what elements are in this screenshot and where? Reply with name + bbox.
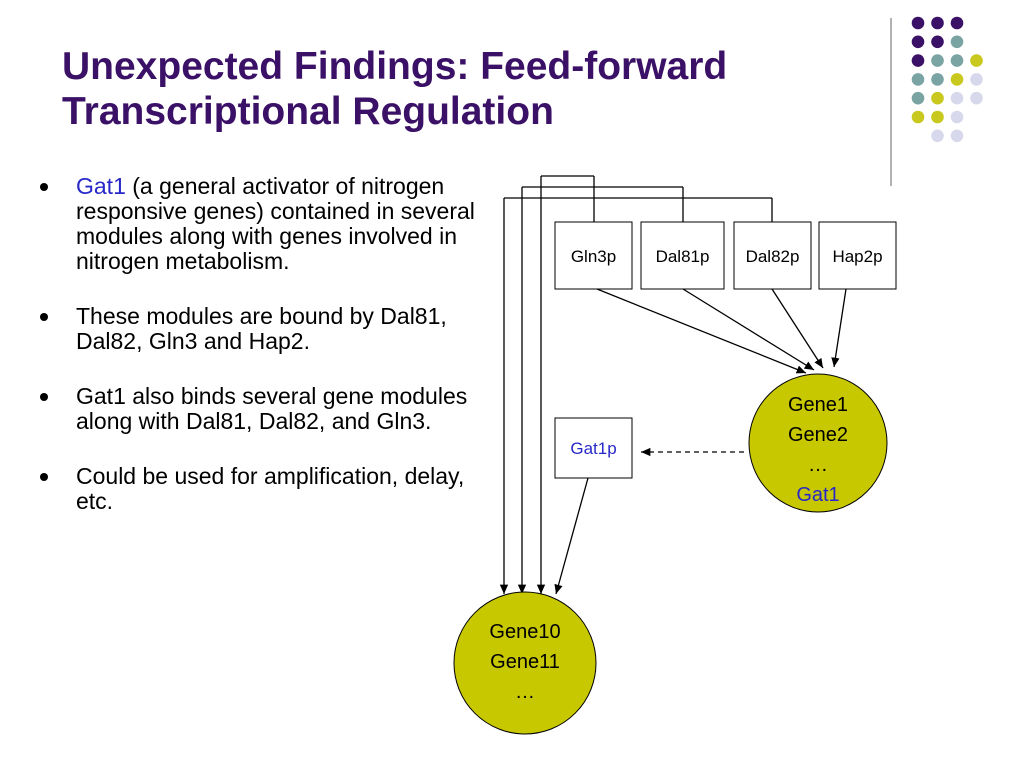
regulator-connector-bracket <box>504 175 773 222</box>
gat1p-box: Gat1p <box>554 417 633 479</box>
module2-ellipsis: … <box>515 681 535 703</box>
arrow-to-module1 <box>831 288 847 368</box>
decorative-dot <box>911 110 925 124</box>
decorative-dot <box>970 54 983 67</box>
decorative-dot <box>970 73 983 86</box>
regulator-label: Gln3p <box>571 247 616 266</box>
decorative-dot <box>911 35 925 49</box>
arrow-to-module1 <box>771 288 824 369</box>
module1-circle: Gene1 Gene2 … Gat1 <box>748 373 888 513</box>
arrow-to-module1 <box>596 288 807 374</box>
decorative-dot-grid <box>890 16 983 186</box>
decorative-dot <box>950 73 964 86</box>
gat1p-label: Gat1p <box>570 439 616 458</box>
slide-title-line-1: Unexpected Findings: Feed-forward <box>62 45 728 88</box>
regulator-label: Dal82p <box>746 247 800 266</box>
module1-gene-label: Gene2 <box>788 424 848 446</box>
decorative-dot <box>931 35 944 49</box>
bullet-text: These modules are bound by Dal81, Dal82,… <box>76 303 447 354</box>
regulator-box-dal82p: Dal82p <box>733 221 812 290</box>
decorative-dot <box>931 73 944 86</box>
regulator-box-hap2p: Hap2p <box>818 221 897 290</box>
regulator-label: Dal81p <box>656 247 710 266</box>
arrow-to-module1 <box>682 288 815 371</box>
module1-ellipsis: … <box>808 454 828 476</box>
bullet-item: These modules are bound by Dal81, Dal82,… <box>38 304 478 354</box>
bullet-text: Gat1 also binds several gene modules alo… <box>76 383 468 434</box>
arrow-gat1p-to-module2 <box>554 477 589 595</box>
decorative-dot <box>911 91 925 105</box>
bullet-text: (a general activator of nitrogen respons… <box>76 173 475 274</box>
module2-circle: Gene10 Gene11 … <box>453 591 597 735</box>
decorative-dot <box>950 91 964 105</box>
module2-gene-label: Gene10 <box>489 621 560 643</box>
bullet-item: Could be used for amplification, delay, … <box>38 464 478 514</box>
decorative-dot <box>931 110 944 124</box>
regulator-box-gln3p: Gln3p <box>554 221 633 290</box>
slide-title-line-2: Transcriptional Regulation <box>62 90 554 133</box>
decorative-dot <box>931 54 944 67</box>
decorative-dot <box>950 110 964 124</box>
bullet-text: Could be used for amplification, delay, … <box>76 463 465 514</box>
bullet-item: Gat1 (a general activator of nitrogen re… <box>38 174 478 274</box>
decorative-dot <box>911 73 925 86</box>
module2-gene-label: Gene11 <box>490 651 560 673</box>
decorative-dot <box>911 16 925 30</box>
bullet-item: Gat1 also binds several gene modules alo… <box>38 384 478 434</box>
decorative-dot <box>931 129 944 143</box>
regulator-box-dal81p: Dal81p <box>640 221 725 290</box>
bullet-highlight: Gat1 <box>76 173 126 199</box>
decorative-dot <box>931 91 944 105</box>
decorative-dot <box>950 129 964 143</box>
regulator-label: Hap2p <box>832 247 882 266</box>
decorative-dot <box>950 54 964 67</box>
decorative-dot <box>911 54 925 67</box>
decorative-dot <box>931 16 944 30</box>
decorative-dot <box>970 91 983 105</box>
module1-gat1-label: Gat1 <box>796 484 839 506</box>
decorative-dot <box>950 35 964 49</box>
bullet-list: Gat1 (a general activator of nitrogen re… <box>38 174 478 544</box>
decorative-dot <box>950 16 964 30</box>
slide-title: Unexpected Findings: Feed-forward Transc… <box>62 44 862 134</box>
module1-gene-label: Gene1 <box>788 394 848 416</box>
